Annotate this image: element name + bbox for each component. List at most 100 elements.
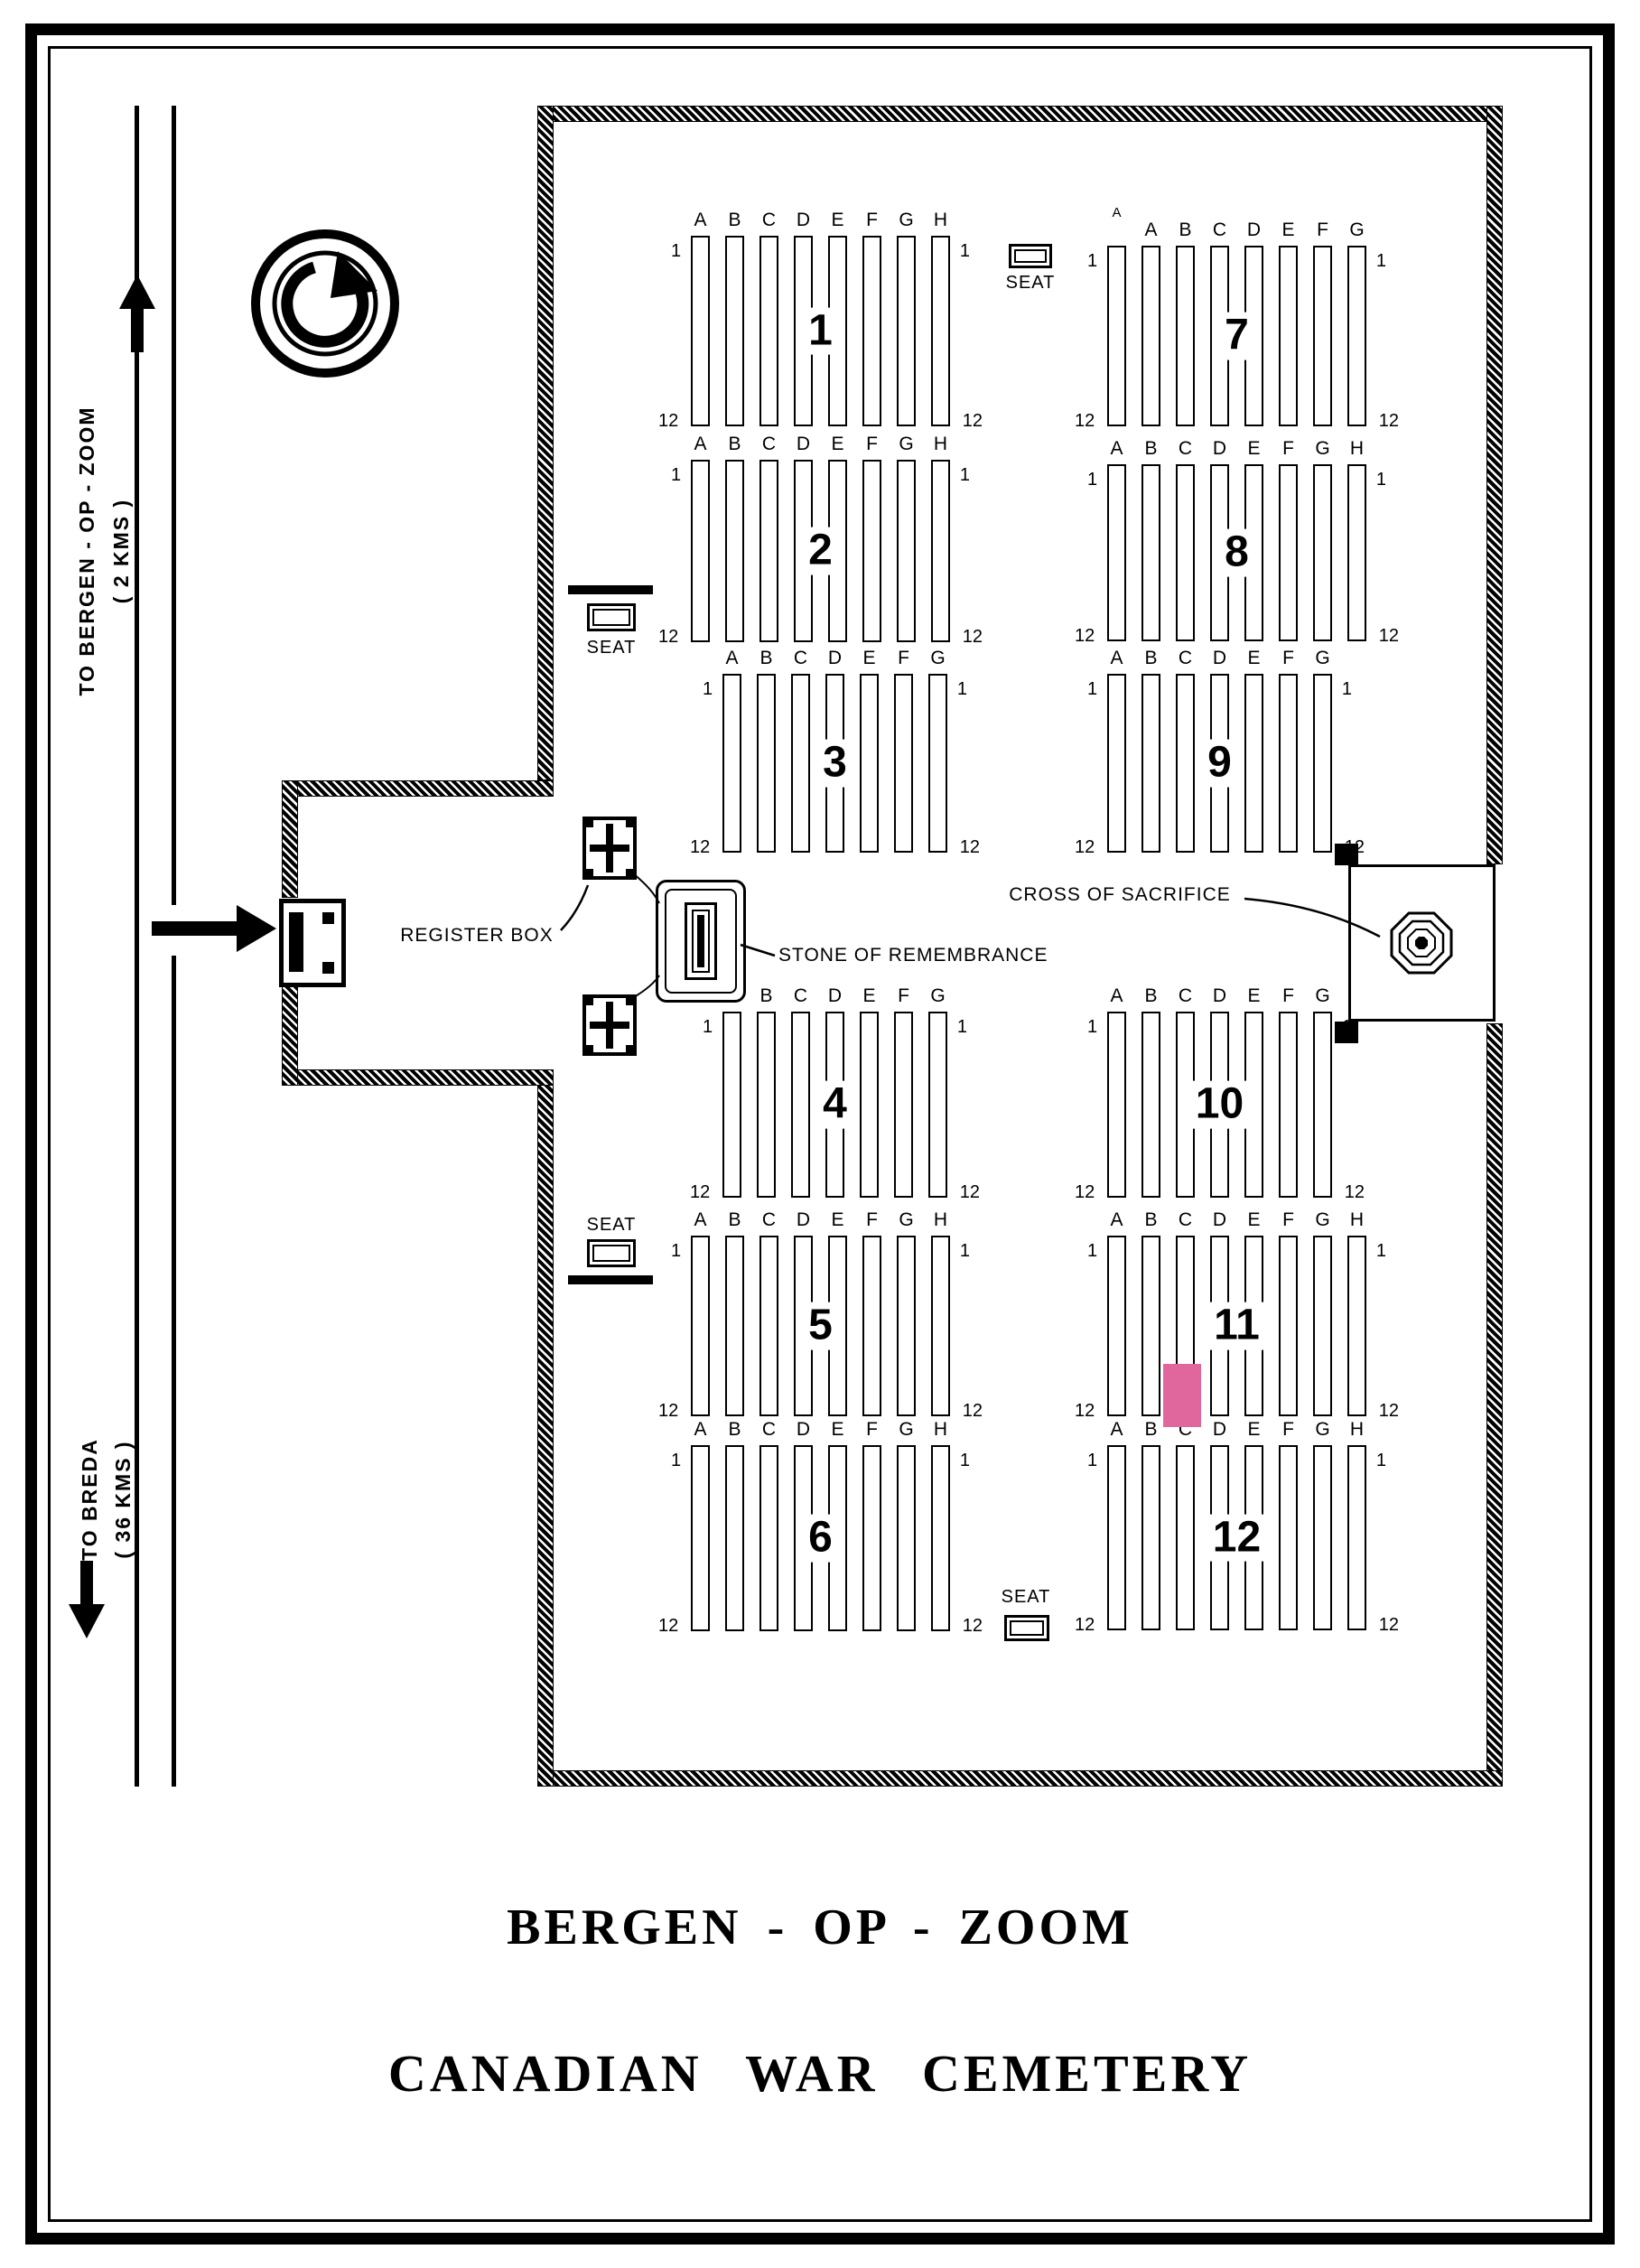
grave-number-bl: 12 xyxy=(690,837,711,857)
row-letter: C xyxy=(761,434,777,454)
plot-2-row-F xyxy=(862,460,881,642)
plot-4-row-E xyxy=(860,1012,879,1198)
grave-number-tl: 1 xyxy=(703,679,713,699)
row-letter: B xyxy=(728,1419,741,1440)
wall-courtyard-bottom xyxy=(282,1069,554,1086)
grave-number-tr: 1 xyxy=(1375,251,1386,271)
seat-label: SEAT xyxy=(586,1215,637,1235)
row-letter: D xyxy=(1212,438,1227,459)
row-letter: A xyxy=(1110,1419,1123,1440)
row-letter: A xyxy=(725,648,739,668)
plot-number-11: 11 xyxy=(1207,1302,1267,1350)
plot-11-row-B xyxy=(1141,1236,1160,1416)
plot-3-row-C xyxy=(791,674,810,853)
grave-number-tl: 1 xyxy=(1087,679,1098,699)
row-letter: E xyxy=(831,434,844,454)
grave-number-tr: 1 xyxy=(1375,1241,1386,1261)
row-letter: C xyxy=(793,648,808,668)
plot-number-6: 6 xyxy=(801,1514,840,1563)
grave-number-tr: 1 xyxy=(959,1451,970,1470)
row-letter: E xyxy=(862,985,876,1006)
row-letter: D xyxy=(796,434,811,454)
row-letter: E xyxy=(1247,648,1261,668)
plot-9: ABCDEFG1112129 xyxy=(1075,648,1365,857)
road-line-left xyxy=(135,106,139,1787)
register-box-pier xyxy=(584,1045,593,1054)
gate-building xyxy=(289,912,303,972)
plot-7-row-E xyxy=(1279,246,1298,426)
row-letter: C xyxy=(761,1419,777,1440)
row-letter: D xyxy=(1246,219,1262,240)
grave-number-tl: 1 xyxy=(1087,251,1098,271)
road-line-right-lower xyxy=(172,956,176,1787)
row-letter: C xyxy=(793,985,808,1006)
register-box-cross-bar xyxy=(606,1002,613,1049)
row-letter: C xyxy=(761,1209,777,1230)
row-letter: G xyxy=(930,985,946,1006)
grave-number-tr: 1 xyxy=(1375,1451,1386,1470)
plot-12-row-B xyxy=(1141,1445,1160,1630)
wall-right-lower xyxy=(1486,1023,1503,1787)
plot-2-row-H xyxy=(931,460,950,642)
gate-pier-top xyxy=(322,912,334,924)
plot-7-row-G xyxy=(1347,246,1366,426)
row-letter: C xyxy=(1212,219,1227,240)
row-letter: A xyxy=(1112,205,1122,220)
row-letter: D xyxy=(796,1209,811,1230)
grave-number-bl: 12 xyxy=(658,1616,679,1636)
plot-number-4: 4 xyxy=(815,1080,854,1129)
plot-8-row-C xyxy=(1176,464,1195,641)
seat-label: SEAT xyxy=(586,638,637,658)
row-letter: D xyxy=(827,985,843,1006)
plot-12-row-G xyxy=(1313,1445,1332,1630)
plot-4-row-A xyxy=(722,1012,741,1198)
row-letter: G xyxy=(1315,648,1330,668)
plot-8-row-B xyxy=(1141,464,1160,641)
seat-label: SEAT xyxy=(1005,273,1056,293)
grave-number-br: 12 xyxy=(962,627,983,647)
plot-number-5: 5 xyxy=(801,1302,840,1350)
plot-2-row-G xyxy=(897,460,916,642)
row-letter: H xyxy=(933,434,948,454)
grave-number-tr: 1 xyxy=(959,241,970,261)
register-box-pier xyxy=(626,869,635,878)
wall-stub-upper xyxy=(1335,844,1358,865)
row-letter: C xyxy=(761,210,777,230)
plot-5-row-H xyxy=(931,1236,950,1416)
row-letter: A xyxy=(694,434,707,454)
plot-8-row-A xyxy=(1107,464,1126,641)
register-box-cross-bar xyxy=(606,824,613,873)
grave-number-br: 12 xyxy=(959,837,980,857)
highlighted-grave xyxy=(1163,1364,1201,1427)
cross-of-sacrifice-label: CROSS OF SACRIFICE xyxy=(997,884,1243,906)
wall-right-upper xyxy=(1486,106,1503,864)
plot-1-row-B xyxy=(725,236,744,426)
outer-border xyxy=(25,23,1615,2245)
plot-6-row-G xyxy=(897,1445,916,1631)
plot-10-row-G xyxy=(1313,1012,1332,1198)
plot-6-row-F xyxy=(862,1445,881,1631)
row-letter: D xyxy=(1212,1209,1227,1230)
plot-1-row-G xyxy=(897,236,916,426)
row-letter: A xyxy=(694,1419,707,1440)
row-letter: B xyxy=(759,985,773,1006)
row-letter: A xyxy=(1144,219,1158,240)
plot-8-row-F xyxy=(1279,464,1298,641)
row-letter: F xyxy=(1317,219,1328,240)
stone-of-remembrance-enclosure xyxy=(656,880,746,1003)
row-letter: G xyxy=(930,648,946,668)
gate-pier-bottom xyxy=(322,962,334,974)
grave-number-bl: 12 xyxy=(1075,411,1095,431)
row-letter: D xyxy=(1212,1419,1227,1440)
grave-number-tl: 1 xyxy=(671,241,682,261)
row-letter: H xyxy=(933,1209,948,1230)
register-box-label: REGISTER BOX xyxy=(379,925,574,947)
grave-number-tl: 1 xyxy=(671,1451,682,1470)
grave-number-tr: 1 xyxy=(1341,679,1352,699)
plot-12-row-F xyxy=(1279,1445,1298,1630)
register-box-pier xyxy=(584,818,593,827)
